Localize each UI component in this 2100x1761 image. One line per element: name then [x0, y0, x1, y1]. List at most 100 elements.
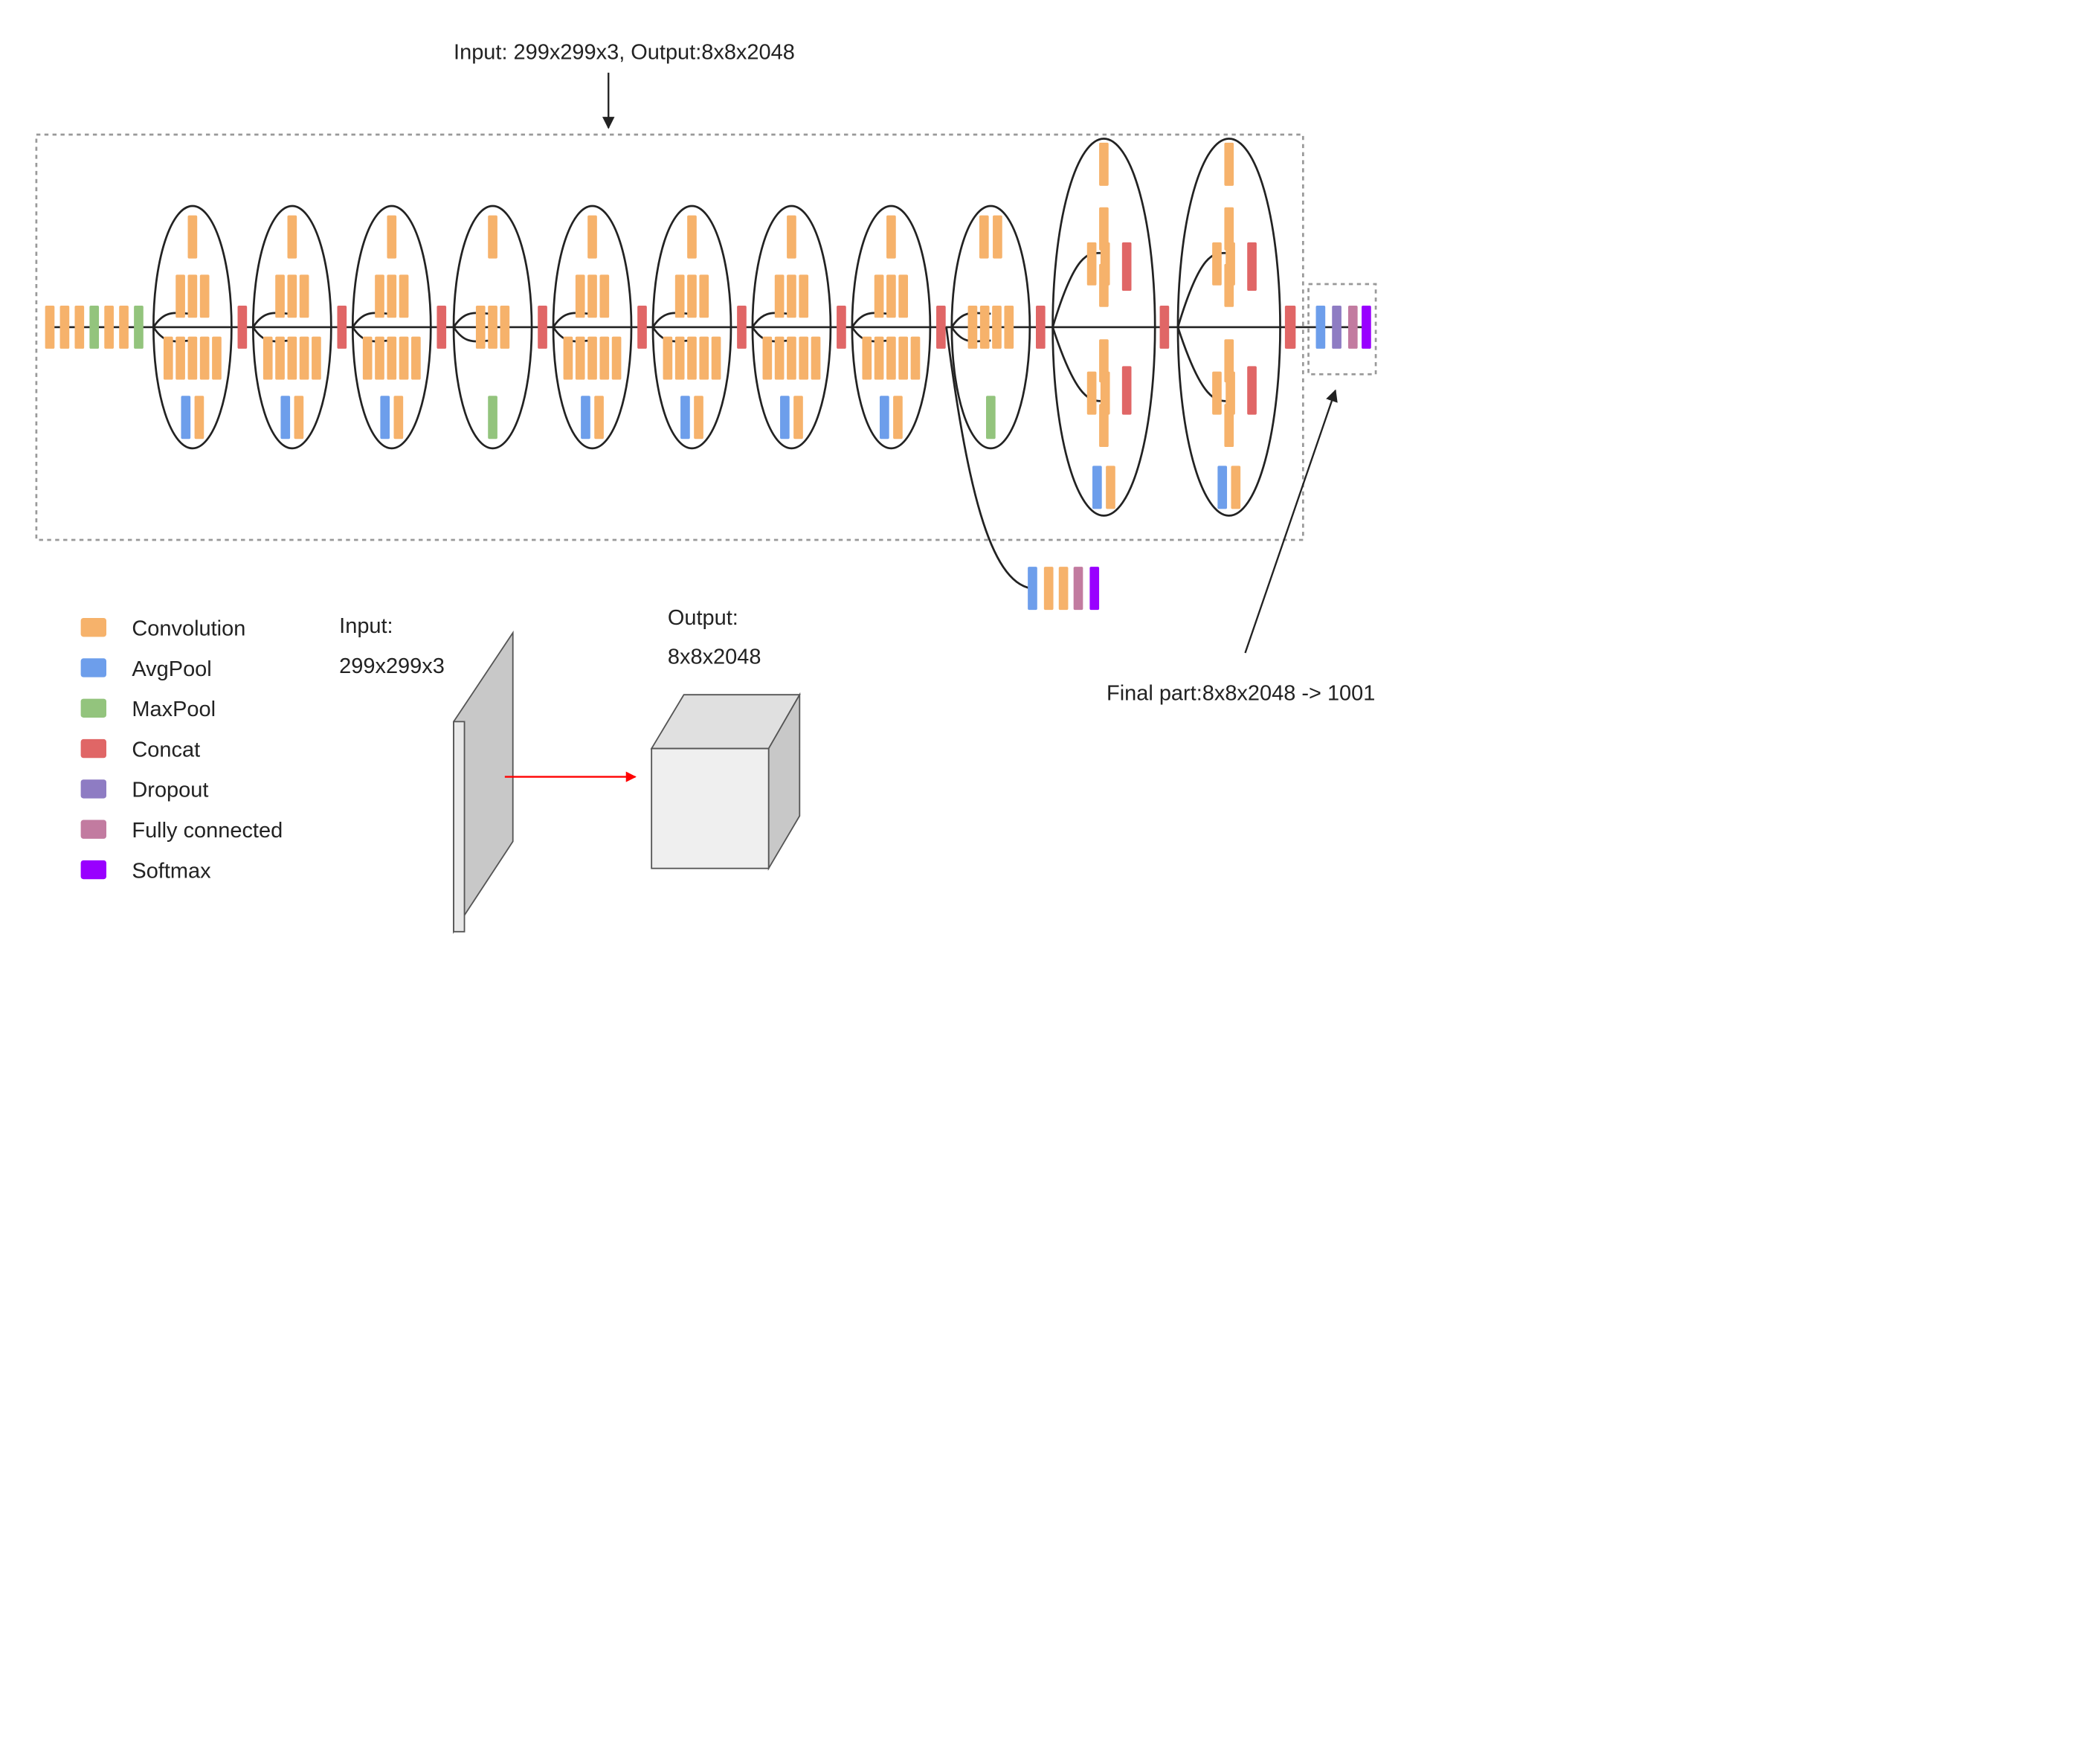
output-label-line2: 8x8x2048 [668, 646, 761, 669]
avgpool-block [181, 396, 191, 440]
conv-block [1058, 567, 1069, 611]
conv-block [299, 274, 309, 318]
conv-block [175, 336, 185, 380]
conv-block [194, 396, 204, 440]
branch-connector [1176, 251, 1229, 328]
branch-connector [452, 312, 493, 328]
legend-label-softmax: Softmax [132, 859, 211, 883]
branch-connector [152, 312, 193, 328]
conv-block [611, 336, 622, 380]
avgpool-block [1315, 305, 1326, 349]
conv-block [979, 215, 989, 259]
input-plate [453, 630, 514, 934]
conv-block [104, 305, 114, 349]
branch-connector [452, 326, 493, 343]
legend-label-concat: Concat [132, 738, 200, 762]
avgpool-block [880, 396, 889, 440]
legend-swatch-maxpool [80, 698, 107, 718]
legend-swatch-dropout [80, 779, 107, 799]
conv-block [774, 336, 785, 380]
conv-block [387, 274, 397, 318]
main-network-frame [35, 133, 1304, 541]
conv-block [262, 336, 273, 380]
conv-block [563, 336, 573, 380]
branch-connector [1176, 326, 1229, 402]
conv-block [687, 215, 697, 259]
conv-block [587, 274, 597, 318]
conv-block [799, 274, 809, 318]
dropout-block [1332, 305, 1342, 349]
conv-block [387, 336, 397, 380]
concat-block [237, 305, 248, 349]
conv-block [687, 336, 697, 380]
conv-block [587, 215, 597, 259]
legend-label-maxpool: MaxPool [132, 698, 216, 721]
maxpool-block [89, 305, 100, 349]
conv-block [275, 336, 285, 380]
conv-block [119, 305, 129, 349]
conv-block [811, 336, 821, 380]
conv-block [287, 336, 297, 380]
conv-block [1224, 207, 1234, 251]
conv-block [275, 274, 285, 318]
conv-block [874, 336, 884, 380]
conv-block [1086, 242, 1097, 286]
conv-block [967, 305, 978, 349]
conv-block [212, 336, 222, 380]
conv-block [1099, 404, 1109, 448]
avgpool-block [780, 396, 790, 440]
conv-block [387, 215, 397, 259]
fc-block [1347, 305, 1358, 349]
branch-connector [552, 312, 593, 328]
conv-block [1099, 207, 1109, 251]
concat-block [737, 305, 747, 349]
concat-block [637, 305, 647, 349]
conv-block [294, 396, 304, 440]
avgpool-block [380, 396, 390, 440]
conv-block [910, 336, 921, 380]
concat-block [837, 305, 846, 349]
branch-connector [651, 312, 692, 328]
conv-block [199, 336, 210, 380]
input-label-line2: 299x299x3 [339, 654, 445, 678]
conv-block [1043, 567, 1054, 611]
conv-block [287, 215, 297, 259]
legend-label-avgpool: AvgPool [132, 657, 211, 681]
branch-connector [751, 326, 792, 343]
conv-block [399, 274, 409, 318]
conv-block [187, 215, 198, 259]
branch-connector [851, 326, 892, 343]
input-label-line1: Input: [339, 614, 393, 638]
conv-block [74, 305, 85, 349]
conv-block [886, 274, 896, 318]
conv-block [687, 274, 697, 318]
conv-block [993, 215, 1002, 259]
conv-block [787, 274, 796, 318]
concat-block [538, 305, 547, 349]
legend: ConvolutionAvgPoolMaxPoolConcatDropoutFu… [80, 617, 283, 883]
conv-block [787, 336, 796, 380]
conv-block [199, 274, 210, 318]
conv-block [575, 336, 585, 380]
concat-block [1159, 305, 1170, 349]
conv-block [411, 336, 421, 380]
conv-block [793, 396, 803, 440]
aux-classifier [1028, 567, 1100, 611]
avgpool-block [1028, 567, 1037, 611]
legend-swatch-softmax [80, 860, 107, 880]
conv-block [1099, 263, 1109, 307]
conv-block [1212, 242, 1222, 286]
conv-block [898, 274, 909, 318]
conv-block [599, 274, 610, 318]
output-cube [650, 692, 801, 872]
conv-block [979, 305, 990, 349]
concat-block [1121, 242, 1132, 292]
concat-block [437, 305, 447, 349]
legend-swatch-fc [80, 820, 107, 839]
conv-block [375, 274, 384, 318]
conv-block [500, 305, 510, 349]
conv-block [587, 336, 597, 380]
conv-block [774, 274, 785, 318]
legend-label-conv: Convolution [132, 617, 245, 641]
